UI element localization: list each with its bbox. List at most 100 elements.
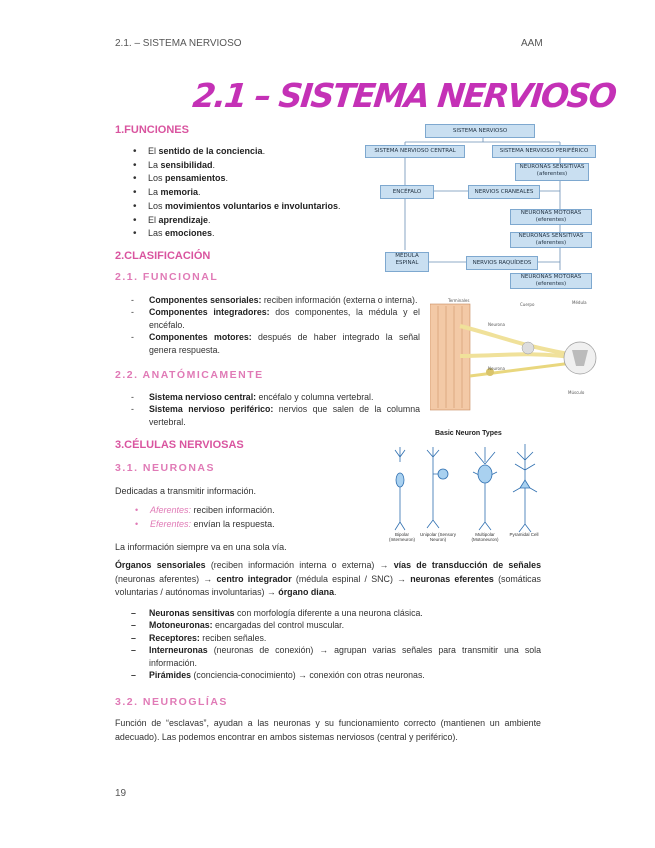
funcion-bold: emociones [165, 228, 213, 239]
funcion-post: . [212, 228, 215, 239]
funcion-pre: La [148, 187, 161, 198]
svg-text:Músculo: Músculo [568, 390, 585, 395]
funcion-item: El aprendizaje. [128, 214, 368, 228]
subheading-funcional: 2.1. FUNCIONAL [115, 271, 219, 283]
neuronas-intro: Dedicadas a transmitir información. [115, 486, 257, 496]
neuron-type-item-text: con morfología diferente a una neurona c… [234, 608, 423, 618]
neuron-type-item-text: reciben señales. [199, 632, 267, 643]
neuron-type-item-text: (neuronas de conexión) → agrupan varias … [149, 645, 541, 668]
nervous-system-diagram: SISTEMA NERVIOSO SISTEMA NERVIOSO CENTRA… [360, 120, 600, 289]
funcion-post: . [338, 200, 341, 211]
funcion-item: La sensibilidad. [128, 159, 368, 173]
page-title: 2.1 – SISTEMA NERVIOSO [190, 76, 617, 115]
header-left: 2.1. – SISTEMA NERVIOSO [115, 38, 242, 49]
funcion-item: El sentido de la conciencia. [128, 145, 368, 159]
funcional-item: Componentes motores: después de haber in… [115, 331, 420, 356]
funcional-item-term: Componentes integradores: [149, 307, 270, 318]
anatomicamente-list: Sistema nervioso central: encéfalo y col… [115, 391, 420, 428]
neuron-type-item: Interneuronas (neuronas de conexión) → a… [115, 644, 541, 669]
funcional-item: Componentes sensoriales: reciben informa… [115, 294, 420, 307]
neuron-type-item-term: Receptores: [149, 632, 200, 643]
diagram-box-medula: MÉDULA ESPINAL [385, 252, 429, 272]
funcion-item: Las emociones. [128, 227, 368, 241]
flow-paragraph: Órganos sensoriales (reciben información… [115, 560, 542, 597]
funcion-bold: pensamientos [165, 173, 226, 184]
funcion-post: . [212, 159, 216, 170]
diagram-box-n2: NEURONAS MOTORAS (eferentes) [510, 209, 592, 225]
anatomico-item: Sistema nervioso periférico: nervios que… [115, 403, 420, 428]
diagram-box-craneales: NERVIOS CRANEALES [468, 185, 540, 199]
svg-text:Neurona: Neurona [488, 322, 506, 327]
afferent-text: envían la respuesta. [191, 518, 275, 529]
funcion-pre: El [148, 146, 159, 156]
diagram-box-n1: NEURONAS SENSITIVAS (aferentes) [515, 163, 589, 181]
neuron-type-item: Receptores: reciben señales. [115, 632, 541, 645]
funcion-pre: La [148, 159, 161, 170]
funcional-item: Componentes integradores: dos componente… [115, 306, 420, 331]
diagram-box-sistema-nervioso: SISTEMA NERVIOSO [425, 124, 535, 138]
header-right: AAM [521, 38, 543, 49]
neuron-type-item-text: encargadas del control muscular. [212, 620, 345, 631]
neuron-type-item: Neuronas sensitivas con morfología difer… [115, 607, 541, 620]
anatomico-item: Sistema nervioso central: encéfalo y col… [115, 391, 420, 404]
aferentes-eferentes-list: Aferentes: reciben información.Eferentes… [115, 504, 365, 531]
funcion-post: . [208, 214, 211, 225]
funcional-item-text: reciben información (externa o interna). [261, 295, 418, 305]
subheading-neuroglias: 3.2. NEUROGLÍAS [115, 696, 228, 708]
neuron-type-item-term: Interneuronas [149, 645, 208, 656]
funcion-post: . [262, 146, 266, 156]
page-number: 19 [115, 788, 127, 799]
funcion-pre: El [148, 214, 159, 225]
afferent-text: reciben información. [191, 505, 275, 515]
neuron-label-pyramidal: Pyramidal Cell [509, 532, 539, 537]
anatomico-item-text: encéfalo y columna vertebral. [256, 392, 374, 402]
afferent-item: Eferentes: envían la respuesta. [115, 518, 365, 532]
funcional-list: Componentes sensoriales: reciben informa… [115, 294, 420, 356]
neuron-types-list: Neuronas sensitivas con morfología difer… [115, 607, 541, 682]
diagram-box-snp: SISTEMA NERVIOSO PERIFÉRICO [492, 145, 596, 158]
funcion-item: La memoria. [128, 186, 368, 200]
funcion-post: . [225, 173, 229, 184]
afferent-item: Aferentes: reciben información. [115, 504, 365, 518]
neuron-label-unipolar: Unipolar (Sensory Neuron) [420, 532, 457, 542]
funcional-item-text: después de haber integrado la señal gene… [149, 332, 420, 355]
funcion-bold: sensibilidad [160, 159, 213, 170]
anatomico-item-text: nervios que salen de la columna vertebra… [149, 404, 420, 427]
neuron-type-item-term: Motoneuronas: [149, 620, 213, 631]
funcion-post: . [198, 187, 201, 198]
svg-text:Médula: Médula [572, 300, 587, 305]
spinal-cord-image: Terminales Cuerpo Médula Neurona Neurona… [429, 298, 597, 411]
neuron-type-item-text: (conciencia-conocimiento) → conexión con… [191, 670, 425, 681]
funcion-pre: Los [148, 200, 166, 211]
neuron-label-bipolar: Bipolar (Interneuron) [388, 532, 415, 542]
neuron-types-figure: Basic Neuron Types Bipolar (Interneuron)… [375, 430, 540, 550]
funcion-pre: Los [148, 173, 166, 184]
neuroglias-paragraph: Función de “esclavas”, ayudan a las neur… [115, 718, 541, 742]
diagram-box-n4: NEURONAS MOTORAS (eferentes) [510, 273, 592, 289]
section-heading-clasificacion: 2.CLASIFICACIÓN [115, 250, 211, 262]
diagram-box-snc: SISTEMA NERVIOSO CENTRAL [365, 145, 465, 158]
funcion-bold: memoria [160, 187, 199, 198]
section-heading-funciones: 1.FUNCIONES [115, 124, 189, 136]
neuron-type-item: Motoneuronas: encargadas del control mus… [115, 619, 541, 632]
funcion-bold: movimientos voluntarios e involuntarios [165, 200, 339, 211]
diagram-box-n3: NEURONAS SENSITIVAS (aferentes) [510, 232, 592, 248]
funcional-item-term: Componentes motores: [149, 332, 252, 343]
funcion-pre: Las [148, 228, 166, 239]
funcional-item-term: Componentes sensoriales: [149, 295, 262, 305]
neuron-type-item: Pirámides (conciencia-conocimiento) → co… [115, 669, 541, 682]
subheading-neuronas: 3.1. NEURONAS [115, 462, 216, 474]
neuronas-note: La información siempre va en una sola ví… [115, 542, 287, 552]
neuron-type-item-term: Neuronas sensitivas [149, 608, 235, 618]
spinal-cord-illustration: Terminales Cuerpo Médula Neurona Neurona… [429, 296, 600, 414]
anatomico-item-term: Sistema nervioso periférico: [149, 404, 274, 415]
neuron-types-title: Basic Neuron Types [435, 430, 502, 437]
diagram-box-raquideos: NERVIOS RAQUÍDEOS [466, 256, 538, 270]
afferent-term: Aferentes: [150, 505, 192, 515]
funciones-list: El sentido de la conciencia.La sensibili… [128, 145, 368, 241]
svg-text:Terminales: Terminales [447, 298, 469, 303]
funcional-item-text: dos componentes, la médula y el encéfalo… [149, 307, 420, 330]
subheading-anatomicamente: 2.2. ANATÓMICAMENTE [115, 369, 264, 381]
funcion-item: Los movimientos voluntarios e involuntar… [128, 200, 368, 214]
diagram-box-encefalo: ENCÉFALO [380, 185, 434, 199]
